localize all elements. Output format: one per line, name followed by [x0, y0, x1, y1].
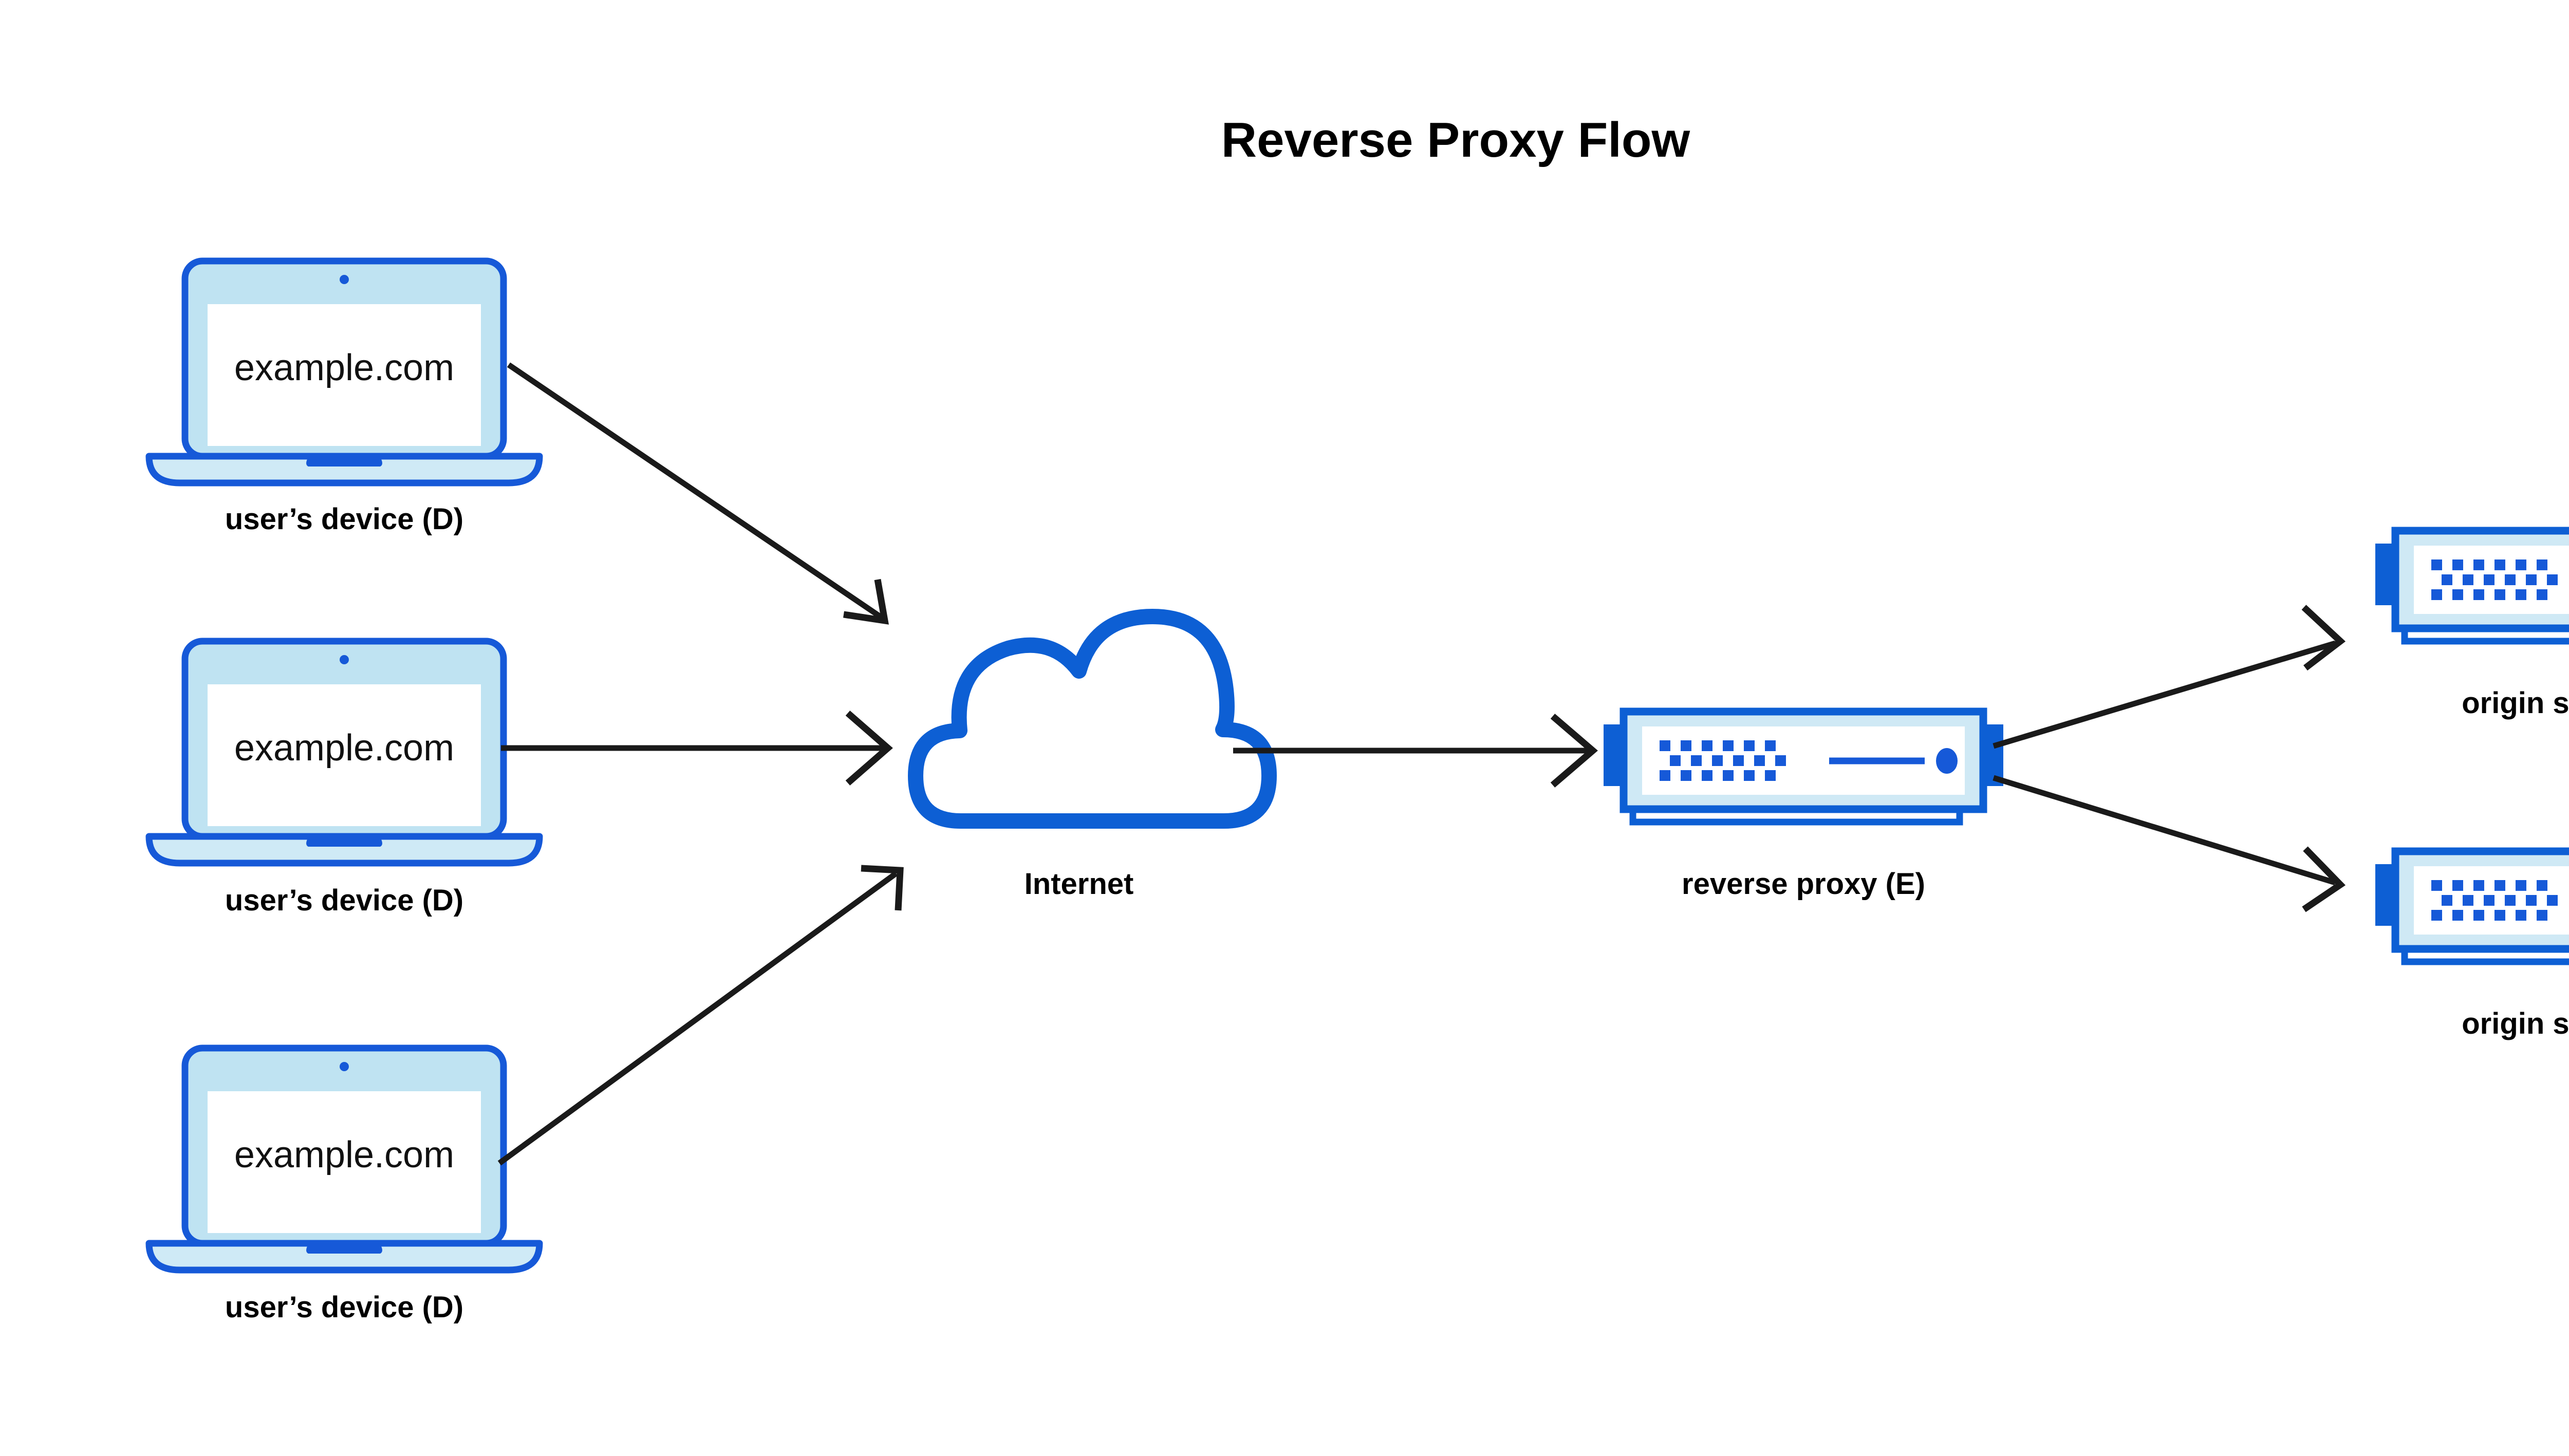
origin-top-node[interactable]: origin server (F) [2375, 527, 2569, 720]
reverse-proxy-node[interactable]: reverse proxy (E) [1604, 707, 2003, 901]
origin-bottom-node[interactable]: origin server (F) [2375, 847, 2569, 1040]
laptop-screen [208, 1091, 481, 1233]
laptop-base [145, 1240, 543, 1274]
laptop-trackpad-notch [306, 1244, 382, 1254]
page-title: Reverse Proxy Flow [1221, 113, 1690, 167]
edge-device-middle-to-cloud [501, 711, 893, 786]
server-vent-dots [1660, 740, 1786, 781]
cloud-icon [908, 609, 1277, 829]
server-status-dot [1936, 748, 1958, 774]
laptop-screen [208, 684, 481, 826]
laptop-trackpad-notch [306, 457, 382, 466]
edge-device-bottom-to-cloud [497, 865, 904, 1166]
device-middle-label: user’s device (D) [225, 884, 463, 917]
internet-cloud-node[interactable]: Internet [908, 609, 1277, 901]
webcam-dot-icon [340, 275, 349, 284]
origin-bottom-label: origin server (F) [2462, 1007, 2569, 1040]
edge-cloud-to-proxy [1233, 714, 1598, 788]
device-bottom-node[interactable]: example.com user’s device (D) [145, 1044, 543, 1324]
device-top-node[interactable]: example.com user’s device (D) [145, 257, 543, 536]
laptop-screen-text: example.com [234, 347, 454, 388]
edge-device-top-to-cloud [507, 362, 889, 625]
edge-proxy-to-origin-bottom [1993, 775, 2346, 912]
server-vent-dots [2431, 880, 2558, 921]
reverse-proxy-label: reverse proxy (E) [1682, 867, 1925, 901]
webcam-dot-icon [340, 1062, 349, 1071]
edge-proxy-to-origin-top [1993, 605, 2346, 749]
server-vent-dots [2431, 559, 2558, 600]
internet-cloud-label: Internet [1025, 867, 1134, 901]
device-middle-node[interactable]: example.com user’s device (D) [145, 638, 543, 917]
laptop-screen-text: example.com [234, 1134, 454, 1175]
laptop-screen [208, 304, 481, 446]
webcam-dot-icon [340, 655, 349, 664]
laptop-base [145, 453, 543, 487]
device-bottom-label: user’s device (D) [225, 1291, 463, 1324]
laptop-screen-text: example.com [234, 727, 454, 769]
laptop-base [145, 833, 543, 867]
device-top-label: user’s device (D) [225, 502, 463, 536]
laptop-trackpad-notch [306, 837, 382, 847]
origin-top-label: origin server (F) [2462, 686, 2569, 720]
